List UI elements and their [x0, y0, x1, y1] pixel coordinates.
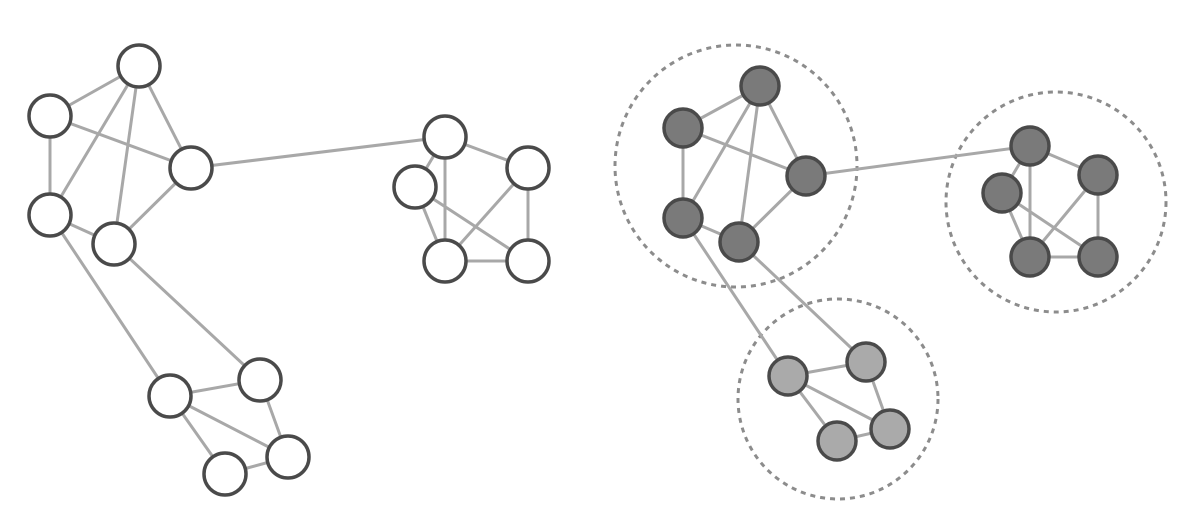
- edge: [681, 217, 790, 377]
- node: [981, 172, 1023, 214]
- edge: [805, 144, 1031, 178]
- node: [116, 43, 162, 89]
- edge: [112, 65, 141, 245]
- node: [1077, 236, 1119, 278]
- node: [422, 114, 468, 160]
- node: [505, 145, 551, 191]
- community-outline: [736, 297, 940, 501]
- node: [27, 93, 73, 139]
- node: [91, 221, 137, 267]
- node: [27, 192, 73, 238]
- edge: [112, 242, 262, 382]
- node: [147, 373, 193, 419]
- node: [422, 238, 468, 284]
- node: [662, 107, 704, 149]
- edge: [737, 240, 868, 364]
- node: [1077, 154, 1119, 196]
- node: [718, 221, 760, 263]
- community-outline: [613, 43, 859, 289]
- node: [202, 451, 248, 497]
- node: [265, 434, 311, 480]
- node: [869, 408, 911, 450]
- edge: [48, 65, 141, 216]
- node: [505, 238, 551, 284]
- node: [237, 357, 283, 403]
- edge: [737, 85, 762, 243]
- node: [785, 155, 827, 197]
- node: [739, 65, 781, 107]
- edge: [190, 135, 446, 170]
- node: [845, 341, 887, 383]
- edge: [682, 126, 807, 178]
- node: [816, 420, 858, 462]
- edge: [49, 114, 192, 170]
- edge: [681, 85, 762, 219]
- node: [767, 355, 809, 397]
- edge: [48, 214, 172, 397]
- node: [662, 197, 704, 239]
- community-outline: [944, 90, 1168, 314]
- node: [168, 145, 214, 191]
- node: [1009, 236, 1051, 278]
- node: [1009, 125, 1051, 167]
- node: [392, 164, 438, 210]
